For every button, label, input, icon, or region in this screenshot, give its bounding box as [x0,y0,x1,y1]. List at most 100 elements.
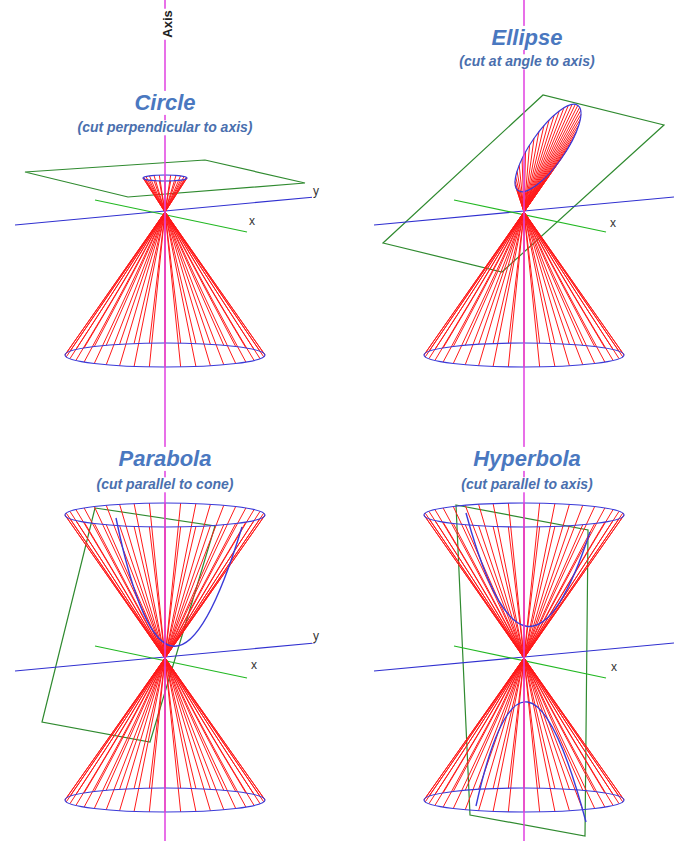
cone-generator [165,658,264,798]
cone-generator [70,658,165,804]
cone-generator [165,177,186,212]
cone-generator [84,212,165,362]
cone-generator [524,212,569,344]
cone-generator [443,658,524,807]
cone-generator [424,212,524,355]
cone-generator [524,658,613,805]
cone-generator [76,212,165,360]
cone-generator [524,513,623,658]
cone-generator [165,658,254,805]
cone-generator [120,658,165,789]
axis-letter: x [248,215,256,228]
cone-generator [165,513,264,658]
cone-generator [106,658,165,790]
cone-generator [493,526,524,658]
cone-generator [94,658,165,808]
cone-generator [94,507,165,658]
cone-generator [84,212,165,348]
cone-generator [435,658,524,795]
cone-generator [479,212,524,344]
cone-generator [453,212,524,363]
cone-generator [165,658,236,808]
cone-generator [524,115,554,212]
axis-letter: x [609,217,617,230]
cone-generator [425,658,524,798]
cone-generator [149,658,165,788]
section-caption: (cut at angle to axis) [457,54,596,69]
cone-generator [76,212,165,350]
cone-generator [453,658,524,792]
cone-generator [165,212,246,348]
cone-generator [66,658,165,798]
cone-generator [70,212,165,359]
cone-generator [524,212,605,348]
cutting-plane [42,508,215,742]
cone-generator [165,658,246,793]
cone-generator [453,507,524,658]
conic-curve [466,513,590,626]
cone-generator [424,658,524,800]
cone-generator [165,212,210,344]
cone-generator [165,658,196,789]
cone-generator [524,658,595,808]
cone-generator [429,658,524,804]
cone-axis [523,0,525,841]
cone-generator [165,658,236,792]
cone-generator [429,658,524,796]
cone-generator [524,658,605,807]
cone-generator [134,526,165,658]
cone-generator [465,505,524,658]
cone-generator [524,144,570,212]
cone-generator [76,658,165,805]
cone-generator [94,212,165,363]
cone-generator [165,178,187,212]
cone-generator [165,658,254,795]
axis-letter: x [250,659,258,672]
cone-generator [165,507,236,658]
cone-generator [66,212,165,353]
cone-generator [524,658,613,795]
cone-generator [120,212,165,344]
cone-generator [524,212,555,344]
cone-generator [425,658,524,802]
section-title: Ellipse [490,26,565,50]
cone-generator [524,212,595,347]
cone-generator [165,658,224,790]
cone-generator [443,508,524,658]
cone-generator [84,658,165,807]
cone-generator [76,658,165,795]
cone-generator [493,212,524,344]
cone-generator [524,658,583,790]
cone-generator [94,212,165,347]
conic-curve [116,518,242,646]
cone-generator [165,212,264,353]
cone-generator [524,212,624,355]
section-caption: (cut perpendicular to axis) [75,120,254,135]
axis-letter: y [312,630,320,643]
cone-generator [524,511,619,658]
cone-generator [134,658,165,789]
cone-generator [165,212,236,347]
cone-generator [524,212,623,353]
cone-generator [435,212,524,360]
cone-generator [524,526,555,658]
cone-generator [465,658,524,790]
cone-generator [165,511,260,658]
cone-generator [76,510,165,658]
ellipse-section [504,96,592,201]
section-title: Hyperbola [471,447,583,471]
section-caption: (cut parallel to axis) [459,477,594,492]
cone-generator [524,125,579,212]
cone-generator [66,658,165,802]
cone-generator [165,658,246,807]
cone-generator [84,658,165,793]
cone-generator [508,658,524,788]
cone-generator [84,508,165,658]
cone-generator [65,212,165,355]
cone-generator [524,508,605,658]
cone-generator [165,212,254,360]
cone-generator [435,212,524,350]
cone-generator [165,212,236,363]
cone-generator [429,212,524,359]
